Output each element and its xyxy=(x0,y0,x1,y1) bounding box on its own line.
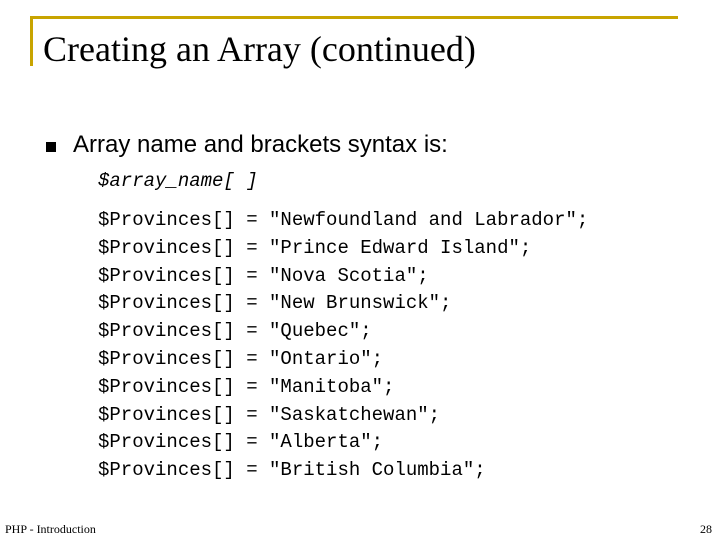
code-block: $Provinces[] = "Newfoundland and Labrado… xyxy=(98,207,588,485)
code-line: $Provinces[] = "New Brunswick"; xyxy=(98,292,452,315)
page-number: 28 xyxy=(700,522,712,536)
code-line: $Provinces[] = "Manitoba"; xyxy=(98,375,395,398)
code-line: $Provinces[] = "Ontario"; xyxy=(98,347,384,370)
square-bullet-icon xyxy=(46,142,56,152)
code-line: $Provinces[] = "Newfoundland and Labrado… xyxy=(98,209,589,231)
slide-title: Creating an Array (continued) xyxy=(43,29,476,69)
code-line: $Provinces[] = "Saskatchewan"; xyxy=(98,403,441,426)
title-frame xyxy=(30,16,678,66)
syntax-example: $array_name[ ] xyxy=(98,170,258,192)
code-line: $Provinces[] = "Quebec"; xyxy=(98,320,372,343)
code-line: $Provinces[] = "Prince Edward Island"; xyxy=(98,236,532,259)
code-line: $Provinces[] = "British Columbia"; xyxy=(98,459,486,482)
bullet-text: Array name and brackets syntax is: xyxy=(73,131,448,158)
code-line: $Provinces[] = "Alberta"; xyxy=(98,431,384,454)
code-line: $Provinces[] = "Nova Scotia"; xyxy=(98,264,429,287)
footer-label: PHP - Introduction xyxy=(5,522,96,536)
